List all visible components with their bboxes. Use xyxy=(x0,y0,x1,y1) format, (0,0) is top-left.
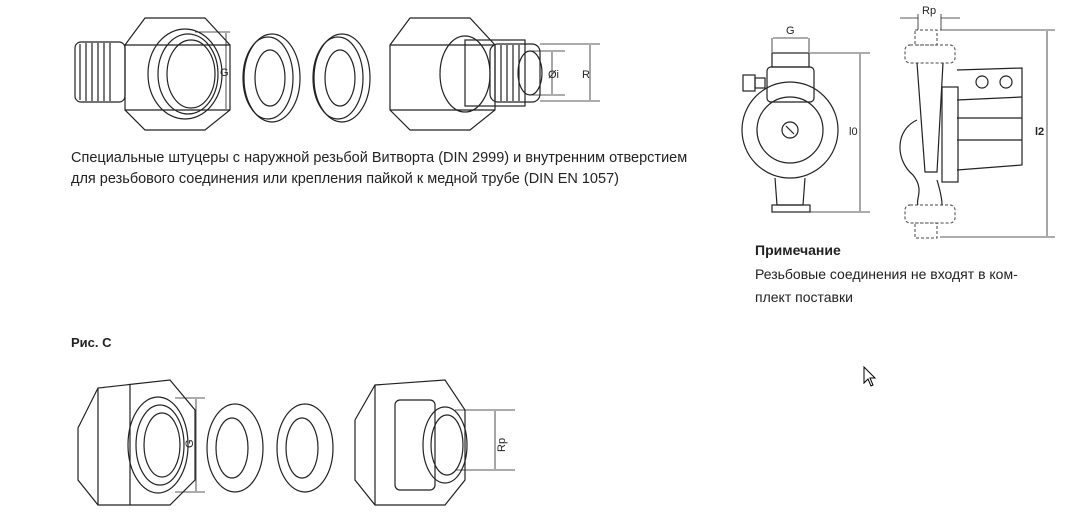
fittings-description: Специальные штуцеры с наружной резьбой В… xyxy=(71,150,688,187)
pump-front-view: G l0 xyxy=(741,25,870,213)
union-nut-fitting: Øi R xyxy=(389,17,600,131)
figure-c-drawing: G Rp xyxy=(77,379,515,506)
label-g: G xyxy=(184,439,196,448)
female-fitting: G xyxy=(77,379,205,506)
label-rp: Rp xyxy=(922,5,936,17)
figure-caption: Рис. C xyxy=(71,335,112,350)
label-l0: l0 xyxy=(849,126,858,138)
note-line-1: Резьбовые соединения не входят в ком- xyxy=(755,266,1018,282)
gasket-1 xyxy=(206,403,264,493)
label-rp: Rp xyxy=(496,438,508,452)
label-l2: l2 xyxy=(1035,126,1044,138)
pump-side-view: Rp l2 xyxy=(899,5,1055,239)
note-line-2: плект поставки xyxy=(755,289,853,305)
label-g: G xyxy=(786,25,795,37)
note-text: Резьбовые соединения не входят в ком- пл… xyxy=(755,263,1055,309)
male-thread-fitting: G xyxy=(74,17,231,131)
mouse-cursor-icon xyxy=(863,366,877,387)
note-title: Примечание xyxy=(755,242,841,258)
gasket-1 xyxy=(242,33,301,123)
union-fitting: Rp xyxy=(354,379,515,506)
top-fittings-drawing: G Øi R xyxy=(74,17,600,131)
gasket-2 xyxy=(312,33,371,123)
pump-drawing: G l0 Rp l2 xyxy=(741,5,1055,239)
label-r: R xyxy=(582,69,590,81)
gasket-2 xyxy=(276,403,334,493)
label-g: G xyxy=(220,67,229,79)
label-inner-diameter: Øi xyxy=(548,69,559,81)
